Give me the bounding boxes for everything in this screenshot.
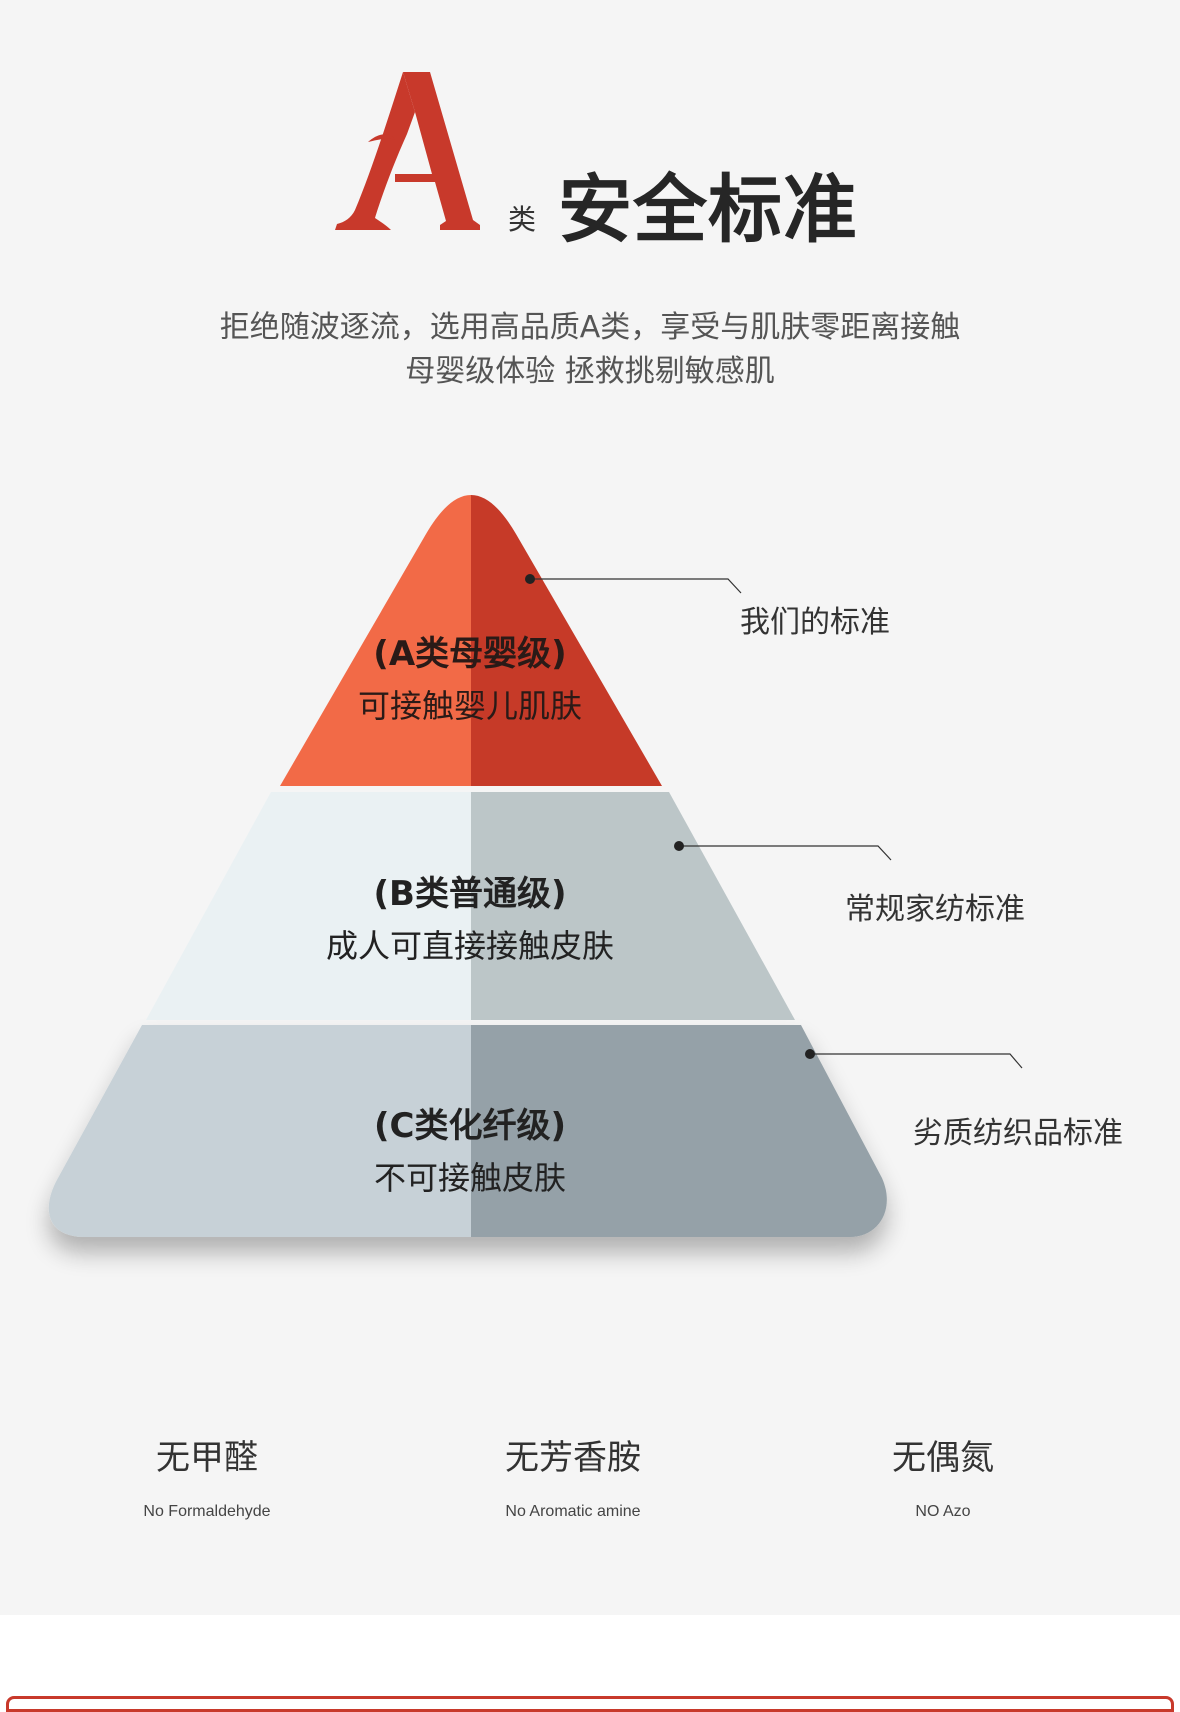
tier-c-text: (C类化纤级) 不可接触皮肤 — [220, 1098, 720, 1199]
tier-c-title: (C类化纤级) — [373, 1106, 567, 1146]
callout-dots — [525, 574, 815, 1059]
content-panel: 类 安全标准 拒绝随波逐流，选用高品质A类，享受与肌肤零距离接触 母婴级体验 拯… — [48, 72, 1123, 1521]
tier-a-shape — [280, 495, 662, 786]
feature-title: 无偶氮 — [892, 1438, 994, 1478]
tier-b-shape — [146, 792, 795, 1020]
next-section-frame — [6, 1696, 1174, 1712]
callout-our-standard: 我们的标准 — [740, 605, 890, 640]
callout-regular-standard: 常规家纺标准 — [845, 892, 1025, 927]
feature-subtitle: NO Azo — [915, 1503, 971, 1520]
tier-b-text: (B类普通级) 成人可直接接触皮肤 — [220, 866, 720, 967]
tier-b-title: (B类普通级) — [373, 874, 567, 914]
safety-pyramid — [48, 495, 1023, 1237]
tier-b-desc: 成人可直接接触皮肤 — [325, 927, 614, 965]
feature-no-azo: 无偶氮 NO Azo — [793, 1430, 1093, 1521]
feature-title: 无甲醛 — [156, 1438, 258, 1478]
page-title: 安全标准 — [558, 167, 858, 253]
tier-c-shape — [48, 1025, 887, 1237]
feature-subtitle: No Formaldehyde — [143, 1503, 271, 1520]
feature-title: 无芳香胺 — [505, 1438, 641, 1478]
feature-no-aromatic-amine: 无芳香胺 No Aromatic amine — [423, 1430, 723, 1521]
tier-a-title: (A类母婴级) — [373, 634, 567, 674]
title-small-label: 类 — [508, 203, 537, 236]
feature-no-formaldehyde: 无甲醛 No Formaldehyde — [57, 1430, 357, 1521]
subtitle-line-2: 母婴级体验 拯救挑剔敏感肌 — [405, 354, 775, 389]
subtitle-line-1: 拒绝随波逐流，选用高品质A类，享受与肌肤零距离接触 — [219, 310, 961, 345]
feature-subtitle: No Aromatic amine — [505, 1503, 641, 1520]
tier-a-text: (A类母婴级) 可接触婴儿肌肤 — [220, 626, 720, 727]
tier-c-desc: 不可接触皮肤 — [373, 1159, 566, 1197]
callout-inferior-standard: 劣质纺织品标准 — [913, 1116, 1123, 1151]
tier-a-desc: 可接触婴儿肌肤 — [357, 687, 582, 725]
callout-lines — [530, 578, 1023, 1069]
a-class-logo — [335, 72, 480, 230]
